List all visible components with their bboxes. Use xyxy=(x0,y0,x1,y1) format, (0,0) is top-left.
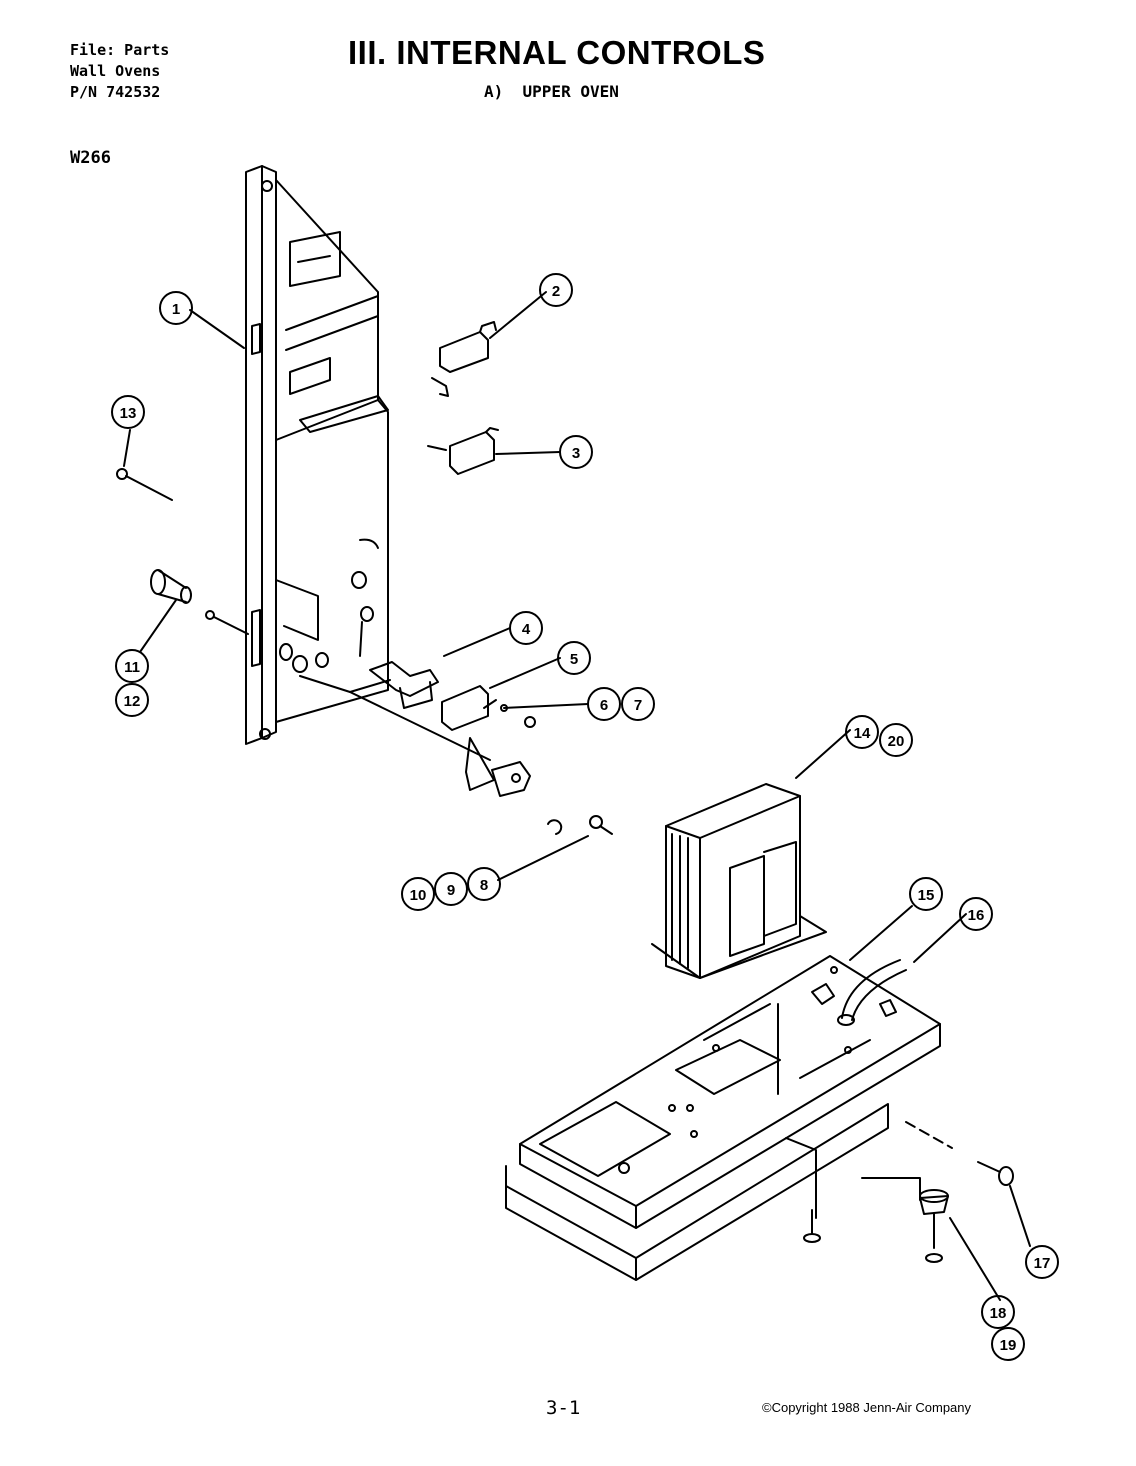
callout-17: 17 xyxy=(1025,1245,1059,1279)
leader-lines xyxy=(123,291,1031,1301)
callout-1: 1 xyxy=(159,291,193,325)
screw-bottom xyxy=(803,1209,821,1243)
callout-10: 10 xyxy=(401,877,435,911)
callout-7: 7 xyxy=(621,687,655,721)
callout-9-label: 9 xyxy=(447,882,455,899)
callout-6-label: 6 xyxy=(600,697,608,714)
switch-part-4 xyxy=(369,661,439,709)
cam-assembly xyxy=(349,691,613,835)
section-subtitle: A) UPPER OVEN xyxy=(484,82,619,101)
callout-4-label: 4 xyxy=(522,621,531,638)
callout-18-label: 18 xyxy=(990,1305,1007,1322)
callout-9: 9 xyxy=(434,872,468,906)
callout-16: 16 xyxy=(959,897,993,931)
screw-part-13 xyxy=(116,468,173,501)
callout-5: 5 xyxy=(557,641,591,675)
callout-11-label: 11 xyxy=(124,659,140,676)
callout-12: 12 xyxy=(115,683,149,717)
callout-8: 8 xyxy=(467,867,501,901)
callout-3: 3 xyxy=(559,435,593,469)
callout-11: 11 xyxy=(115,649,149,683)
page-number: 3-1 xyxy=(546,1397,581,1419)
callout-10-label: 10 xyxy=(410,887,427,904)
callout-13-label: 13 xyxy=(120,405,137,422)
callout-20-label: 20 xyxy=(888,733,905,750)
transformer-part-14 xyxy=(651,783,827,979)
callout-2: 2 xyxy=(539,273,573,307)
callout-8-label: 8 xyxy=(480,877,488,894)
callout-15: 15 xyxy=(909,877,943,911)
callout-3-label: 3 xyxy=(572,445,580,462)
callout-1-label: 1 xyxy=(172,301,180,318)
callout-19: 19 xyxy=(991,1327,1025,1361)
screw-part-17 xyxy=(905,1121,1014,1186)
chassis-base xyxy=(505,955,941,1281)
callout-14: 14 xyxy=(845,715,879,749)
switch-part-3 xyxy=(427,427,499,475)
callout-12-label: 12 xyxy=(124,693,141,710)
callout-16-label: 16 xyxy=(968,907,985,924)
callout-19-label: 19 xyxy=(1000,1337,1017,1354)
callout-14-label: 14 xyxy=(854,725,871,742)
page-title: III. INTERNAL CONTROLS xyxy=(348,34,766,71)
file-info: File: Parts Wall Ovens P/N 742532 xyxy=(70,40,169,103)
callout-2-label: 2 xyxy=(552,283,560,300)
callout-17-label: 17 xyxy=(1034,1255,1051,1272)
foot-part-18 xyxy=(919,1189,949,1263)
part-number: P/N 742532 xyxy=(70,83,161,101)
pin-part-11 xyxy=(150,569,249,635)
callout-7-label: 7 xyxy=(634,697,642,714)
callout-13: 13 xyxy=(111,395,145,429)
callout-4: 4 xyxy=(509,611,543,645)
file-label: File: Parts xyxy=(70,41,170,59)
control-bracket xyxy=(245,165,391,745)
product-line: Wall Ovens xyxy=(70,62,161,80)
callout-18: 18 xyxy=(981,1295,1015,1329)
callout-5-label: 5 xyxy=(570,651,578,668)
callout-20: 20 xyxy=(879,723,913,757)
model-number: W266 xyxy=(70,148,111,168)
grommet-part-16 xyxy=(811,959,907,1026)
switch-part-2 xyxy=(431,321,497,397)
callout-15-label: 15 xyxy=(918,887,935,904)
callout-6: 6 xyxy=(587,687,621,721)
copyright-notice: ©Copyright 1988 Jenn-Air Company xyxy=(762,1400,972,1415)
